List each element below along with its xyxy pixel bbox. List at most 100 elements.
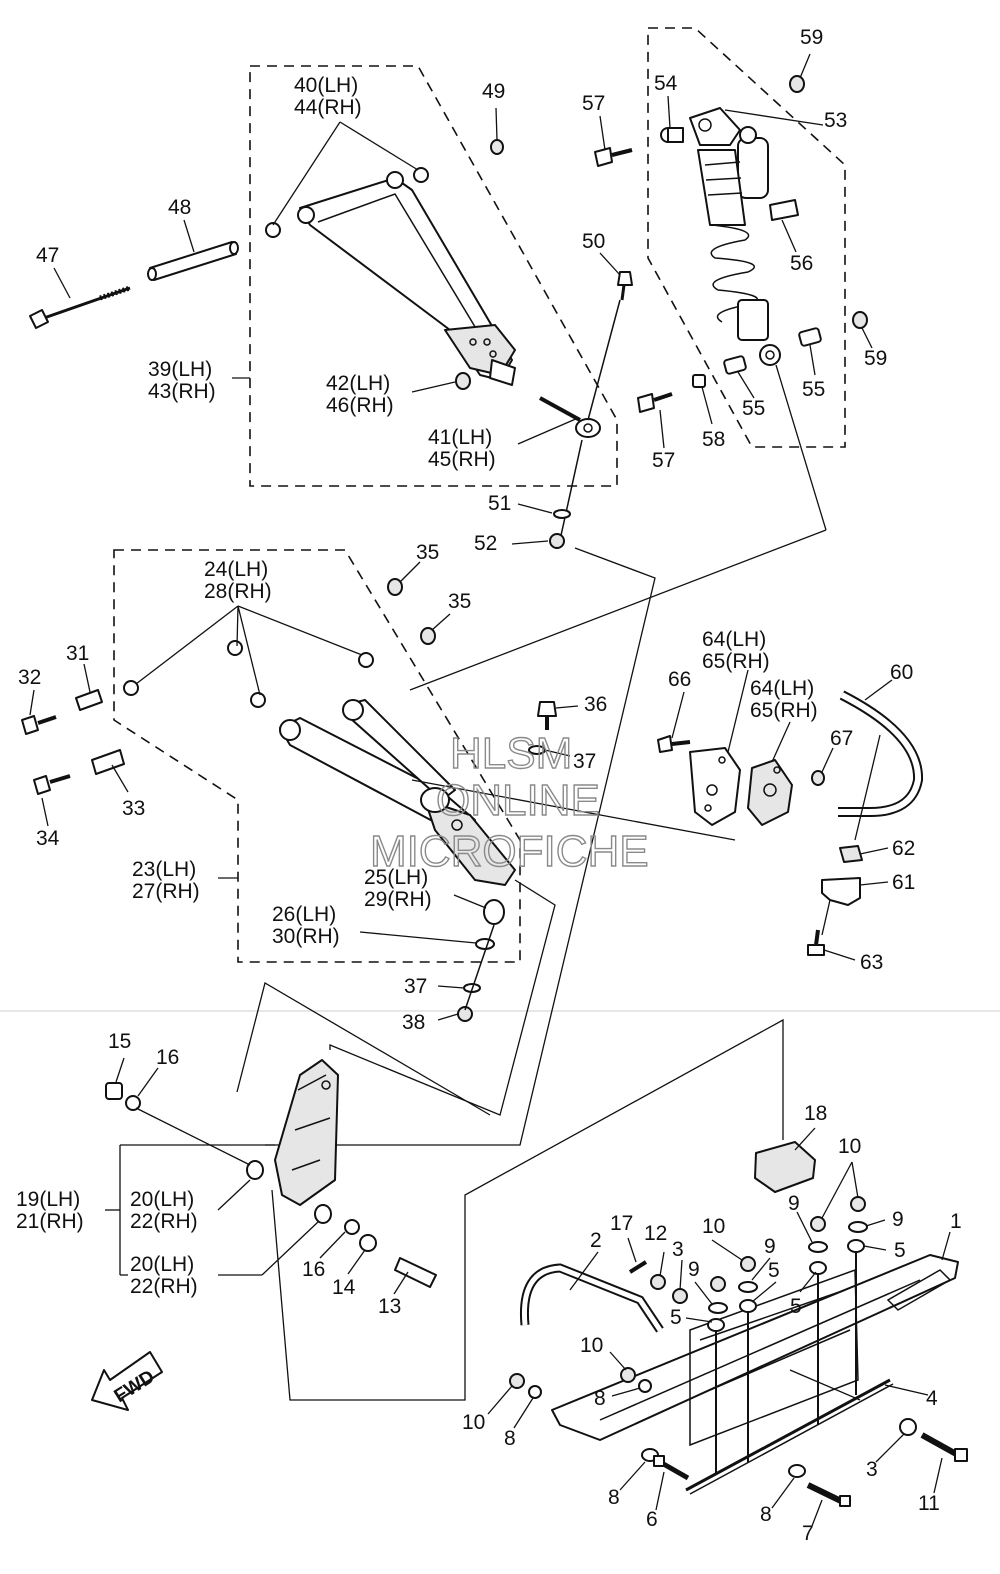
bolt-36 (537, 701, 557, 730)
callout-52: 52 (474, 532, 497, 555)
callout-54: 54 (654, 72, 678, 95)
ball-26 (483, 899, 505, 925)
callout-20-lh-b: 20(LH) (130, 1253, 194, 1276)
callout-10-c: 10 (580, 1334, 603, 1357)
callout-39-lh: 39(LH) (148, 358, 212, 381)
callout-62: 62 (892, 837, 915, 860)
bushing-20-top (246, 1160, 264, 1180)
callout-36: 36 (584, 693, 607, 716)
callout-18: 18 (804, 1102, 827, 1125)
callout-37-bottom: 37 (404, 975, 427, 998)
leader-lines (29, 53, 951, 1527)
callout-22-rh-b: 22(RH) (130, 1275, 198, 1298)
callout-5-a: 5 (894, 1239, 906, 1262)
collar-55-right (798, 327, 822, 347)
callout-8-a: 8 (594, 1387, 606, 1410)
callout-7: 7 (802, 1522, 814, 1545)
callout-46-rh: 46(RH) (326, 394, 394, 417)
callout-10-b: 10 (702, 1215, 725, 1238)
lower-arm-bolt-32 (21, 715, 57, 735)
callout-10-a: 10 (838, 1135, 861, 1158)
callout-48: 48 (168, 196, 191, 219)
ski-handle-2 (519, 1263, 664, 1333)
ski-hardware (509, 1196, 917, 1478)
callout-27-rh: 27(RH) (132, 880, 200, 903)
callout-32: 32 (18, 666, 41, 689)
connector-lower-to-spindle (329, 879, 556, 1116)
callout-40-lh: 40(LH) (294, 74, 358, 97)
callout-10-d: 10 (462, 1411, 485, 1434)
shock-collar-54 (660, 127, 684, 143)
callout-30-rh: 30(RH) (272, 925, 340, 948)
callout-64-lh-a: 64(LH) (702, 628, 766, 651)
callout-66: 66 (668, 668, 691, 691)
callout-2: 2 (590, 1229, 602, 1252)
shock-clip-56 (769, 199, 799, 221)
callout-53: 53 (824, 109, 847, 132)
bolt-7 (806, 1482, 851, 1507)
bolt-63 (807, 929, 825, 956)
shock-nut-59-bottom (852, 311, 868, 329)
callout-34: 34 (36, 827, 60, 850)
callout-67: 67 (830, 727, 853, 750)
callout-9-d: 9 (688, 1258, 700, 1281)
callout-61: 61 (892, 871, 915, 894)
tie-rod-bolt (617, 271, 633, 301)
callout-51: 51 (488, 492, 511, 515)
callout-15: 15 (108, 1030, 131, 1053)
pin-13 (394, 1257, 437, 1288)
callout-11: 11 (918, 1492, 940, 1515)
shock-nut-59-top (789, 75, 805, 93)
callout-65-rh-b: 65(RH) (750, 699, 818, 722)
callout-9-b: 9 (892, 1208, 904, 1231)
shock-absorber (689, 107, 781, 366)
steering-housing-rh (747, 759, 793, 826)
callout-3-a: 3 (672, 1238, 684, 1261)
watermark: HLSM ONLINE MICROFICHE (369, 728, 649, 876)
upper-arm-shaft (147, 241, 239, 281)
shock-bolt-57-bottom (637, 392, 673, 413)
callout-55-left: 55 (742, 397, 765, 420)
callout-28-rh: 28(RH) (204, 580, 272, 603)
spacer-58 (692, 374, 706, 388)
callout-26-lh: 26(LH) (272, 903, 336, 926)
callout-31: 31 (66, 642, 89, 665)
connector-spindle-frame (236, 982, 491, 1116)
linkage-line (587, 299, 621, 421)
ski-damper-18 (754, 1141, 816, 1193)
callout-29-rh: 29(RH) (364, 888, 432, 911)
callout-5-c: 5 (790, 1295, 802, 1318)
callout-9-a: 9 (788, 1192, 800, 1215)
callout-8-d: 8 (760, 1503, 772, 1526)
upper-a-arm (297, 171, 516, 386)
collar-55-left (723, 355, 747, 375)
housing-bolt-66 (657, 735, 691, 753)
callout-57-bottom: 57 (652, 449, 675, 472)
callout-43-rh: 43(RH) (148, 380, 216, 403)
callout-47: 47 (36, 244, 59, 267)
shock-group-outline (647, 27, 846, 448)
callout-56: 56 (790, 252, 813, 275)
spindle-19 (274, 1059, 339, 1206)
lower-arm-bolt-34 (33, 774, 71, 795)
callout-1: 1 (950, 1210, 962, 1233)
pin-17 (628, 1260, 648, 1274)
upper-arm-bushings (265, 139, 504, 238)
nut-67 (811, 770, 825, 786)
callout-65-rh-a: 65(RH) (702, 650, 770, 673)
callout-58: 58 (702, 428, 725, 451)
bracket-61 (821, 877, 861, 906)
callout-24-lh: 24(LH) (204, 558, 268, 581)
callout-57-top: 57 (582, 92, 605, 115)
callout-14: 14 (332, 1276, 356, 1299)
wear-bar-4 (685, 1378, 894, 1495)
callout-49: 49 (482, 80, 505, 103)
callout-60: 60 (890, 661, 913, 684)
callout-23-lh: 23(LH) (132, 858, 196, 881)
connector-spindle-ski (271, 1018, 784, 1401)
callout-50: 50 (582, 230, 605, 253)
callout-63: 63 (860, 951, 883, 974)
callout-59-bottom: 59 (864, 347, 887, 370)
lower-arm-collar-33 (91, 749, 125, 775)
